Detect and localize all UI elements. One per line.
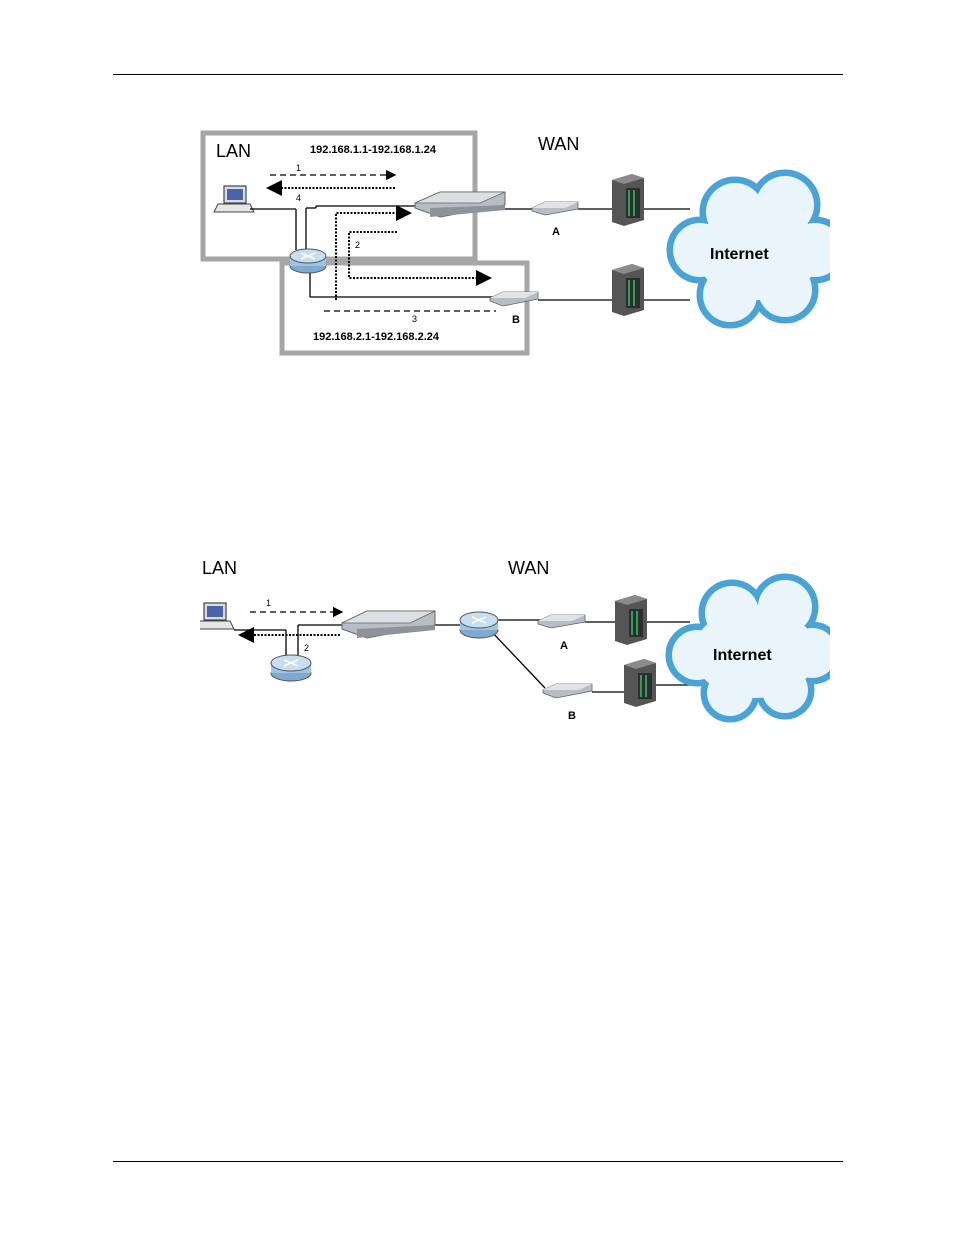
modem-a-label: A (552, 226, 560, 238)
server-a-icon (615, 595, 647, 645)
router-icon (271, 655, 311, 681)
path-label-3: 3 (412, 314, 417, 324)
server-b-icon (624, 659, 656, 707)
footer-rule (113, 1161, 843, 1162)
modem-a-label: A (560, 640, 568, 652)
wan-label: WAN (538, 134, 579, 154)
computer-icon (200, 603, 234, 629)
internet-label: Internet (713, 647, 772, 664)
modem-b-label: B (568, 710, 576, 722)
appliance-device-icon (415, 192, 505, 217)
modem-b-label: B (512, 314, 520, 326)
path-label-2: 2 (304, 643, 309, 653)
computer-icon (214, 186, 254, 212)
path-label-1: 1 (296, 163, 301, 173)
modem-a-icon (532, 202, 578, 215)
modem-b-icon (490, 292, 538, 306)
path-label-4: 4 (296, 193, 301, 203)
figure-2-diagram: LAN WAN 1 2 (200, 555, 830, 725)
wan-router-icon (460, 612, 498, 638)
lan-ip-range: 192.168.1.1-192.168.1.24 (310, 144, 437, 156)
lan-label: LAN (216, 141, 251, 161)
internet-label: Internet (710, 246, 769, 263)
router-icon (290, 249, 326, 273)
server-a-icon (612, 174, 644, 226)
path-label-2: 2 (355, 240, 360, 250)
figure-1-diagram: LAN WAN 192.168.1.1-192.168.1.24 192.168… (200, 130, 830, 358)
wan-label: WAN (508, 558, 549, 578)
modem-b-icon (543, 684, 592, 698)
header-rule (113, 74, 843, 75)
path-label-1: 1 (266, 598, 271, 608)
subnet-b-ip-range: 192.168.2.1-192.168.2.24 (313, 331, 440, 343)
modem-a-icon (538, 615, 585, 628)
appliance-device-icon (342, 611, 435, 638)
server-b-icon (612, 264, 644, 316)
lan-label: LAN (202, 558, 237, 578)
